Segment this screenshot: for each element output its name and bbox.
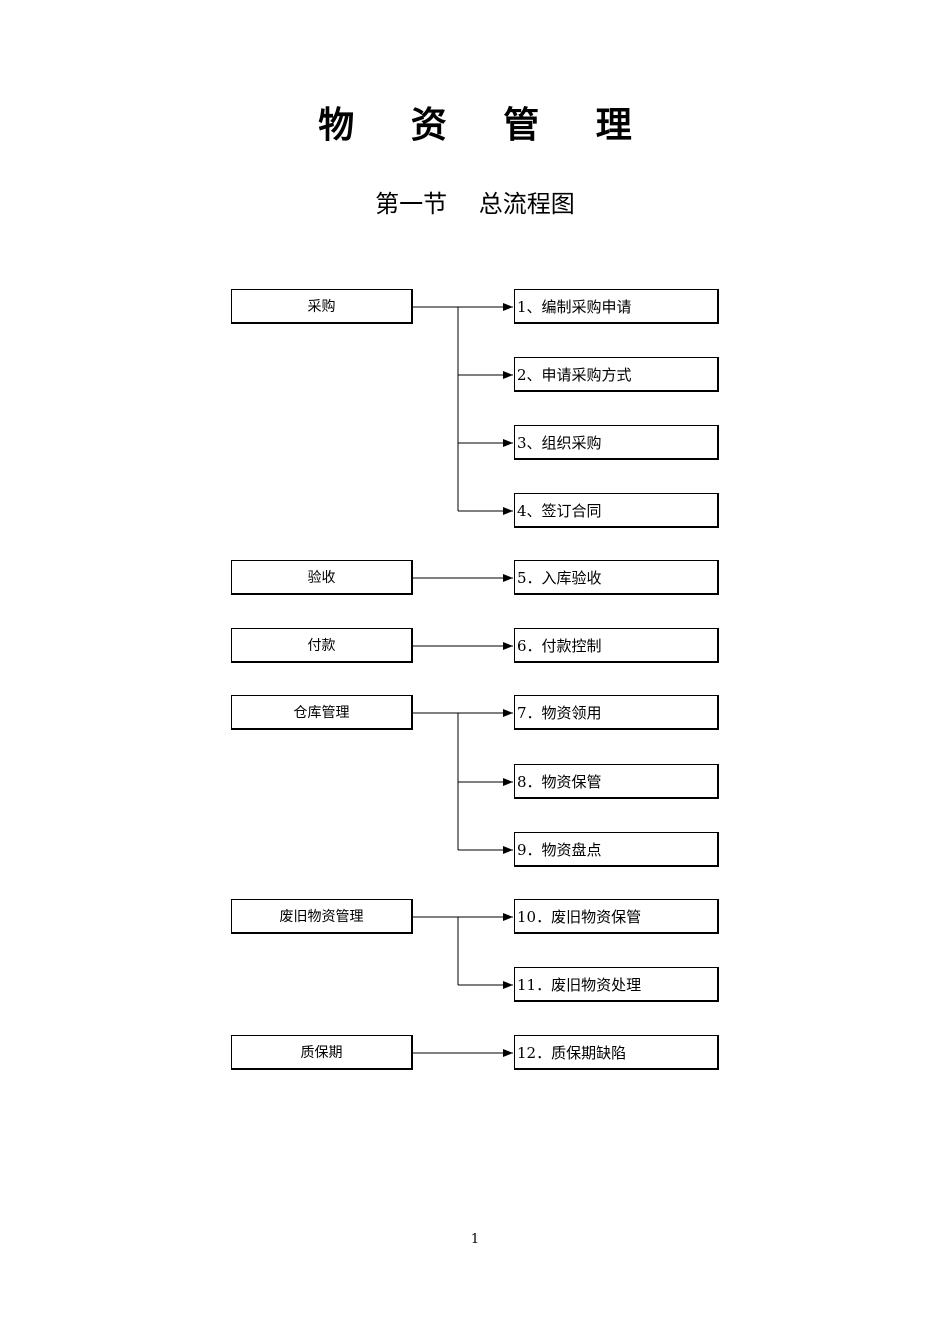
step-box-12: 12．质保期缺陷 bbox=[514, 1035, 719, 1070]
group-box-acceptance: 验收 bbox=[231, 560, 413, 595]
step-box-1: 1、编制采购申请 bbox=[514, 289, 719, 324]
step-box-3: 3、组织采购 bbox=[514, 425, 719, 460]
step-box-5: 5．入库验收 bbox=[514, 560, 719, 595]
step-box-9: 9．物资盘点 bbox=[514, 832, 719, 867]
step-box-7: 7．物资领用 bbox=[514, 695, 719, 730]
page-number: 1 bbox=[470, 1232, 480, 1247]
group-box-payment: 付款 bbox=[231, 628, 413, 663]
step-box-8: 8．物资保管 bbox=[514, 764, 719, 799]
step-box-2: 2、申请采购方式 bbox=[514, 357, 719, 392]
group-box-procurement: 采购 bbox=[231, 289, 413, 324]
step-box-6: 6．付款控制 bbox=[514, 628, 719, 663]
section-subtitle: 第一节 总流程图 bbox=[375, 190, 575, 218]
group-box-scrap-materials: 废旧物资管理 bbox=[231, 899, 413, 934]
step-box-10: 10．废旧物资保管 bbox=[514, 899, 719, 934]
step-box-11: 11．废旧物资处理 bbox=[514, 967, 719, 1002]
group-box-warehouse: 仓库管理 bbox=[231, 695, 413, 730]
step-box-4: 4、签订合同 bbox=[514, 493, 719, 528]
page-title: 物 资 管 理 bbox=[318, 104, 654, 146]
group-box-warranty: 质保期 bbox=[231, 1035, 413, 1070]
